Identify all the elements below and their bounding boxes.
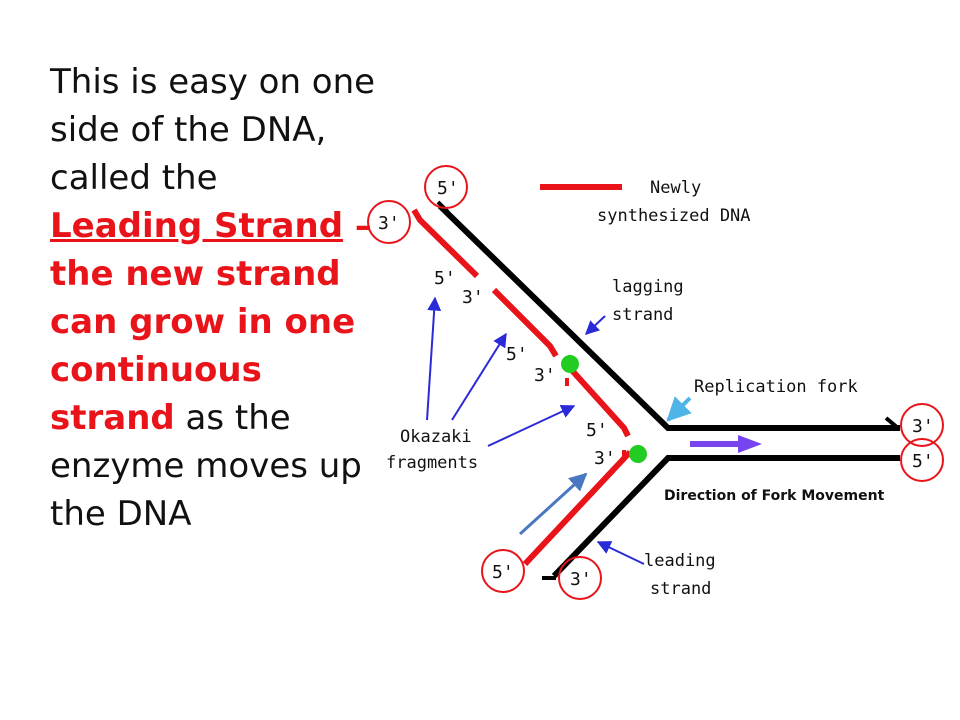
right-3-end-tick bbox=[884, 416, 900, 430]
fork-direction-label: Direction of Fork Movement bbox=[664, 488, 885, 504]
leading-strand-term: Leading Strand bbox=[50, 206, 344, 246]
leading-growth-arrow bbox=[518, 472, 588, 536]
end-circle-right-five bbox=[900, 438, 944, 482]
end-circle-right-three bbox=[900, 403, 944, 447]
end-circle-top-five bbox=[424, 165, 468, 209]
lagging-label-line2: strand bbox=[612, 305, 673, 325]
top-template-strand bbox=[437, 203, 900, 431]
top-three-prime-label: 3' bbox=[378, 213, 400, 234]
leading-new-strand bbox=[522, 449, 633, 567]
end-circle-top-three bbox=[367, 200, 411, 244]
end-circle-bottom-five bbox=[481, 549, 525, 593]
okazaki-pointer-3 bbox=[487, 404, 576, 447]
fork-pointer-arrow bbox=[666, 396, 692, 422]
lagging-pointer-arrow bbox=[584, 315, 606, 335]
lagging-label-line1: lagging bbox=[612, 277, 684, 297]
top-five-prime-label: 5' bbox=[437, 178, 459, 199]
intro-text: This is easy on one side of the DNA, cal… bbox=[50, 62, 376, 198]
legend-label-line1: Newly bbox=[650, 178, 701, 198]
okazaki-fragment-2 bbox=[491, 287, 559, 358]
legend-label-line2: synthesized DNA bbox=[597, 206, 751, 226]
outro-text: as the enzyme moves up the DNA bbox=[50, 398, 362, 534]
right-three-prime-label: 3' bbox=[912, 416, 934, 437]
okazaki-label-line2: fragments bbox=[386, 453, 478, 473]
end-circle-bottom-three bbox=[558, 556, 602, 600]
leading-strand-definition: – the new strand can grow in one continu… bbox=[50, 206, 372, 438]
fragment1-three-prime: 3' bbox=[462, 287, 484, 308]
okazaki-pointer-2 bbox=[451, 332, 507, 421]
leading-pointer-arrow bbox=[596, 541, 645, 565]
fork-direction-arrowhead bbox=[738, 435, 762, 453]
replication-fork-label: Replication fork bbox=[694, 377, 858, 397]
bottom-five-prime-label: 5' bbox=[492, 562, 514, 583]
enzyme-dot-lagging bbox=[561, 355, 579, 373]
fragment1-five-prime: 5' bbox=[434, 268, 456, 289]
okazaki-pointer-1 bbox=[426, 296, 442, 421]
leading-label-line1: leading bbox=[644, 551, 716, 571]
fragment2-five-prime: 5' bbox=[506, 344, 528, 365]
fragment2-three-prime: 3' bbox=[534, 365, 556, 386]
slide-body-text: This is easy on one side of the DNA, cal… bbox=[50, 58, 380, 538]
leading-label-line2: strand bbox=[650, 579, 711, 599]
okazaki-fragment-3 bbox=[565, 363, 631, 438]
bottom-template-strand bbox=[551, 455, 900, 579]
bottom-three-prime-label: 3' bbox=[570, 569, 592, 590]
fragment3-five-prime: 5' bbox=[586, 420, 608, 441]
right-five-prime-label: 5' bbox=[912, 451, 934, 472]
enzyme-dot-leading bbox=[629, 445, 647, 463]
okazaki-fragment-1 bbox=[411, 208, 480, 279]
fragment3-three-prime: 3' bbox=[594, 448, 616, 469]
okazaki-label-line1: Okazaki bbox=[400, 427, 472, 447]
